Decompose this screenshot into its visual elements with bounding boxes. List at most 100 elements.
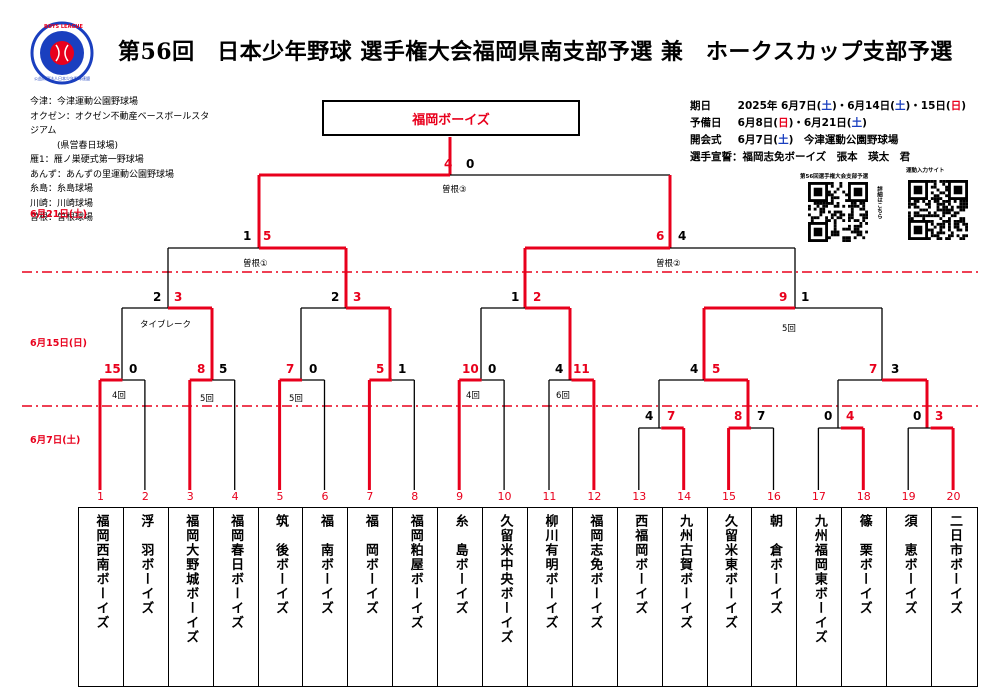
note-r5-innings: 4回 xyxy=(466,391,480,401)
schedule-date-b: )・6月14日( xyxy=(831,100,895,112)
note-qf4-innings: 5回 xyxy=(782,324,796,334)
venue-item: あんず：あんずの里運動公園野球場 xyxy=(30,169,175,180)
score-t2-left: 8 xyxy=(734,409,743,423)
team-cell: 九州古賀ボーイズ xyxy=(663,508,708,686)
team-cell: 福岡大野城ボーイズ xyxy=(169,508,214,686)
note-tiebreak: タイブレーク xyxy=(140,320,192,330)
venue-item: オクゼン：オクゼン不動産ベースボールスタ xyxy=(30,111,210,122)
team-cell: 福岡西南ボーイズ xyxy=(79,508,124,686)
score-t2-right: 7 xyxy=(757,409,766,423)
qr1-caption: 第56回選手権大会支部予選 xyxy=(800,174,869,180)
logo-bottom-text: 公益財団法人日本少年野球連盟 xyxy=(34,76,90,81)
qr1-side-caption: 詳細はこちら xyxy=(876,186,882,219)
team-name: 福岡志免ボーイズ xyxy=(587,514,603,630)
score-r1-left: 15 xyxy=(104,362,121,376)
qr2-caption: 運動入力サイト xyxy=(906,168,945,174)
team-number: 4 xyxy=(231,490,239,503)
team-name: 福岡粕屋ボーイズ xyxy=(407,514,423,630)
score-r6-left: 4 xyxy=(555,362,564,376)
score-qf4-right: 1 xyxy=(801,290,810,304)
score-r5-right: 0 xyxy=(488,362,497,376)
score-r2-right: 5 xyxy=(219,362,228,376)
score-r6-right: 11 xyxy=(573,362,590,376)
score-qf1-left: 2 xyxy=(153,290,162,304)
score-t4-right: 3 xyxy=(935,409,944,423)
schedule-reserve-day2: 土 xyxy=(851,117,863,129)
team-cell: 九州福岡東ボーイズ xyxy=(797,508,843,686)
team-name: 福岡大野城ボーイズ xyxy=(183,514,199,645)
schedule-opening-row: 開会式 6月7日(土) 今津運動公園野球場 xyxy=(690,132,966,149)
score-semi1-right: 5 xyxy=(263,229,272,243)
team-number: 13 xyxy=(632,490,647,503)
schedule-date-a: 2025年 6月7日( xyxy=(737,100,822,112)
schedule-date-day3: 日 xyxy=(950,100,962,112)
date-label-round2: 6月15日(日) xyxy=(30,338,88,349)
team-cell: 福岡志免ボーイズ xyxy=(573,508,618,686)
score-qf2-left: 2 xyxy=(331,290,340,304)
score-semi2-left: 6 xyxy=(656,229,665,243)
schedule-reserve-b: )・6月21日( xyxy=(788,117,852,129)
schedule-block: 期日 2025年 6月7日(土)・6月14日(土)・15日(日) 予備日 6月8… xyxy=(690,98,966,166)
qr-code-icon[interactable] xyxy=(808,182,868,242)
team-cell: 二日市ボーイズ xyxy=(932,508,977,686)
team-number: 3 xyxy=(186,490,194,503)
team-cell: 筑 後ボーイズ xyxy=(259,508,304,686)
date-label-round1: 6月7日(土) xyxy=(30,435,81,446)
team-cell: 久留米東ボーイズ xyxy=(708,508,753,686)
score-r3-left: 7 xyxy=(286,362,295,376)
team-cell: 篠 栗ボーイズ xyxy=(842,508,888,686)
venue-item: 糸島：糸島球場 xyxy=(30,184,94,194)
schedule-reserve-c: ) xyxy=(862,117,867,129)
team-name: 久留米東ボーイズ xyxy=(722,514,738,630)
score-r8-right: 3 xyxy=(891,362,900,376)
note-final-venue: 曽根③ xyxy=(442,185,467,195)
team-cell: 須 恵ボーイズ xyxy=(887,508,933,686)
logo-top-text: BOYS LEAGUE xyxy=(44,24,83,30)
team-number: 15 xyxy=(722,490,737,503)
team-number: 20 xyxy=(946,490,961,503)
team-cell: 福 南ボーイズ xyxy=(304,508,349,686)
team-name: 二日市ボーイズ xyxy=(947,514,963,616)
team-name: 須 恵ボーイズ xyxy=(901,514,917,616)
venue-item: 今津：今津運動公園野球場 xyxy=(30,97,139,107)
schedule-reserve-a: 6月8日( xyxy=(737,117,779,129)
score-r7-right: 5 xyxy=(712,362,721,376)
team-cell: 福岡粕屋ボーイズ xyxy=(393,508,439,686)
team-cell: 柳川有明ボーイズ xyxy=(528,508,573,686)
score-qf1-right: 3 xyxy=(174,290,183,304)
team-number: 8 xyxy=(411,490,419,503)
venue-item: ジアム xyxy=(30,126,57,136)
score-qf2-right: 3 xyxy=(353,290,362,304)
schedule-oath-row: 選手宣誓：福岡志免ボーイズ 張本 瑛太 君 xyxy=(690,151,911,163)
page-title: 第56回 日本少年野球 選手権大会福岡県南支部予選 兼 ホークスカップ支部予選 xyxy=(118,39,953,65)
team-cell: 糸 島ボーイズ xyxy=(438,508,484,686)
boys-league-logo: BOYS LEAGUE 公益財団法人日本少年野球連盟 xyxy=(22,20,102,86)
score-r2-left: 8 xyxy=(197,362,206,376)
venue-item: 川崎：川崎球場 xyxy=(30,198,94,209)
score-r3-right: 0 xyxy=(309,362,318,376)
team-number: 9 xyxy=(456,490,464,503)
note-semi1-venue: 曽根① xyxy=(243,259,268,269)
note-r1-innings: 4回 xyxy=(112,391,126,401)
venue-list: 今津：今津運動公園野球場オクゼン：オクゼン不動産ベースボールスタジアム (県営春… xyxy=(30,95,260,226)
score-final-left: 4 xyxy=(444,157,453,171)
score-qf4-left: 9 xyxy=(779,290,788,304)
team-name: 朝 倉ボーイズ xyxy=(766,514,782,616)
schedule-reserve-label: 予備日 xyxy=(690,117,722,129)
venue-item: 雁1：雁ノ巣硬式第一野球場 xyxy=(30,155,144,165)
date-label-final: 6月21日(土) xyxy=(30,209,88,220)
team-name: 柳川有明ボーイズ xyxy=(542,514,558,630)
team-cell: 久留米中央ボーイズ xyxy=(483,508,528,686)
team-name: 浮 羽ボーイズ xyxy=(138,514,154,616)
team-cell: 福岡春日ボーイズ xyxy=(214,508,259,686)
score-final-right: 0 xyxy=(466,157,475,171)
schedule-date-day1: 土 xyxy=(821,100,832,112)
team-cell: 朝 倉ボーイズ xyxy=(753,508,798,686)
score-qf3-left: 1 xyxy=(511,290,520,304)
note-r3-innings: 5回 xyxy=(289,394,303,404)
score-semi2-right: 4 xyxy=(678,229,687,243)
team-number: 5 xyxy=(276,490,284,503)
team-cell: 西福岡ボーイズ xyxy=(618,508,663,686)
qr-code-icon[interactable] xyxy=(908,180,968,240)
